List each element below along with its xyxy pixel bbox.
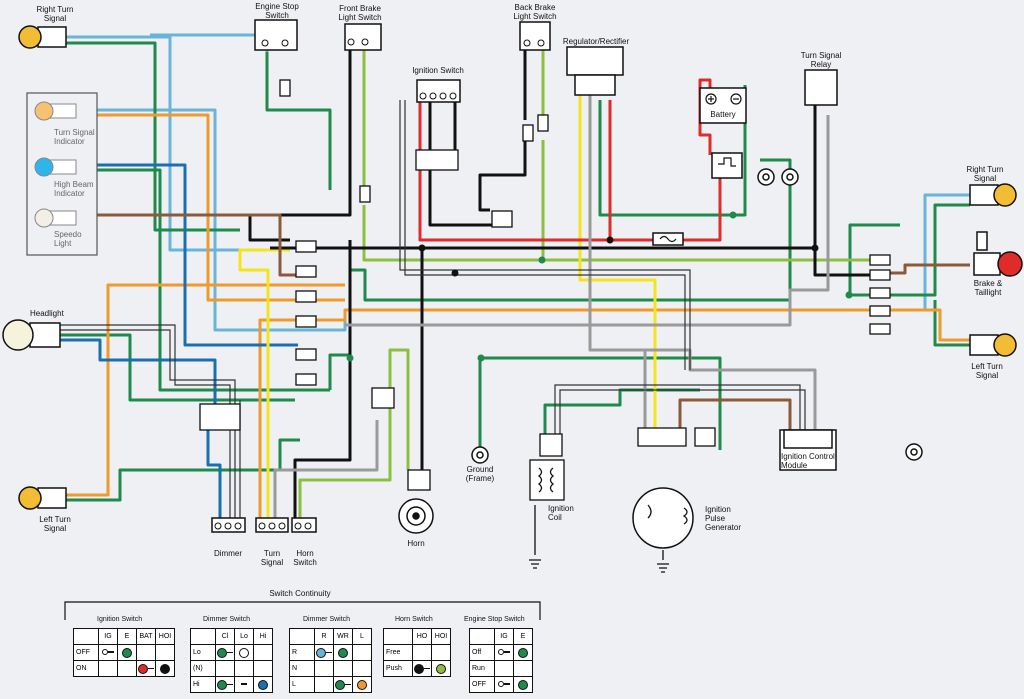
- wire-white-main: [399, 100, 691, 370]
- wire-green-right: [848, 203, 970, 297]
- icm-top: [783, 429, 833, 449]
- wire-green-headlight: [60, 333, 295, 402]
- front-brake-switch-box: [344, 23, 382, 51]
- wire-black-back-brake: [478, 50, 527, 212]
- wire-lime-front-brake: [362, 50, 870, 262]
- label-icm: Ignition Control Module: [781, 452, 835, 470]
- wire-white-icm: [554, 384, 806, 440]
- regulator-connector: [574, 74, 616, 96]
- wire-yellow-turn: [238, 248, 290, 520]
- switch-continuity-frame: [64, 601, 541, 620]
- wire-black-horn-switch: [293, 240, 352, 520]
- wire-green-lower: [328, 353, 350, 390]
- wire-green-turn-indicator: [80, 168, 330, 392]
- label-turn-relay: Turn Signal Relay: [800, 51, 842, 69]
- table-title-ignition: Ignition Switch: [97, 616, 143, 623]
- label-pulse-gen: Ignition Pulse Generator: [705, 505, 742, 532]
- wire-blue-headlight: [60, 338, 222, 520]
- turn-relay-box: [804, 69, 838, 106]
- ignition-switch-box: [416, 79, 461, 103]
- wire-grey-turn-relay: [345, 115, 830, 327]
- wire-lime-horn: [298, 348, 410, 520]
- table-title-engine-stop: Engine Stop Switch: [464, 616, 525, 623]
- ignition-coil-body: [529, 459, 565, 501]
- wire-grey-horn: [273, 420, 379, 525]
- battery-box: [699, 87, 747, 124]
- wire-orange-turn-indicator: [55, 113, 345, 302]
- table-title-horn: Horn Switch: [395, 616, 433, 623]
- label-right-turn-right: Right Turn Signal: [966, 165, 1004, 183]
- wire-green-left-turn: [66, 438, 300, 502]
- wire-white-main-inner: [404, 100, 686, 370]
- table-title-dimmer-2: Dimmer Switch: [303, 616, 351, 623]
- label-ignition-switch: Ignition Switch: [412, 66, 464, 75]
- right-turn-signal-right-lamp: [969, 183, 1017, 207]
- speedo-bulb: [34, 208, 54, 228]
- right-turn-signal-top-lamp: [18, 25, 67, 49]
- wire-black-ignition: [428, 100, 510, 227]
- wire-red-main: [418, 100, 722, 242]
- label-ground: Ground (Frame): [465, 465, 495, 483]
- table-title-dimmer-1: Dimmer Switch: [203, 616, 251, 623]
- regulator-box: [566, 46, 624, 76]
- fuse-box: [711, 152, 743, 179]
- wire-blue-high-beam: [55, 163, 298, 347]
- label-headlight: Headlight: [30, 309, 64, 318]
- label-horn-switch: Horn Switch: [293, 549, 317, 567]
- high-beam-bulb: [34, 157, 54, 177]
- label-regulator: Regulator/Rectifier: [562, 37, 630, 46]
- label-left-turn-right: Left Turn Signal: [971, 362, 1003, 380]
- wire-green-right-turn-top: [66, 41, 240, 232]
- wire-green-left-turn-right: [933, 300, 970, 347]
- wire-brown-icm: [678, 398, 792, 430]
- left-turn-signal-right-lamp: [969, 333, 1017, 357]
- wire-green-engine-stop: [265, 52, 332, 190]
- label-horn: Horn: [407, 539, 425, 548]
- wire-orange-left-turn: [66, 283, 345, 497]
- back-brake-switch-box: [519, 21, 551, 51]
- turn-indicator-bulb: [34, 101, 54, 121]
- left-turn-signal-lamp: [18, 486, 67, 510]
- label-engine-stop: Engine Stop Switch: [255, 2, 299, 20]
- label-left-turn-left: Left Turn Signal: [39, 515, 71, 533]
- wire-orange-right-lower: [258, 308, 970, 525]
- label-back-brake: Back Brake Light Switch: [513, 3, 557, 21]
- wire-yellow-reg: [578, 95, 657, 430]
- brake-taillight-lamp: [973, 231, 1023, 277]
- label-dimmer: Dimmer: [214, 549, 242, 558]
- wire-sky-right-turn-right: [70, 108, 970, 332]
- wire-grey-reg: [588, 95, 647, 430]
- label-high-beam: High Beam Indicator: [54, 180, 94, 198]
- engine-stop-switch-box: [254, 19, 298, 51]
- label-brake-tail: Brake & Taillight: [973, 279, 1003, 297]
- label-battery: Battery: [710, 110, 736, 119]
- pulse-generator-body: [632, 487, 694, 549]
- label-front-brake: Front Brake Light Switch: [338, 4, 382, 22]
- label-speedo: Speedo Light: [54, 230, 82, 248]
- wire-sky-right-turn-top: [66, 35, 290, 252]
- label-turn-indicator: Turn Signal Indicator: [54, 128, 95, 146]
- label-switch-continuity: Switch Continuity: [269, 589, 331, 598]
- label-right-turn-top: Right Turn Signal: [36, 5, 74, 23]
- wire-green-reg: [598, 85, 747, 217]
- headlight-lamp: [2, 319, 61, 351]
- wire-brown-speedo: [55, 213, 296, 277]
- wire-green-ground: [478, 356, 722, 450]
- label-turn-signal-sw: Turn Signal: [260, 549, 284, 567]
- label-ignition-coil: Ignition Coil: [548, 504, 574, 522]
